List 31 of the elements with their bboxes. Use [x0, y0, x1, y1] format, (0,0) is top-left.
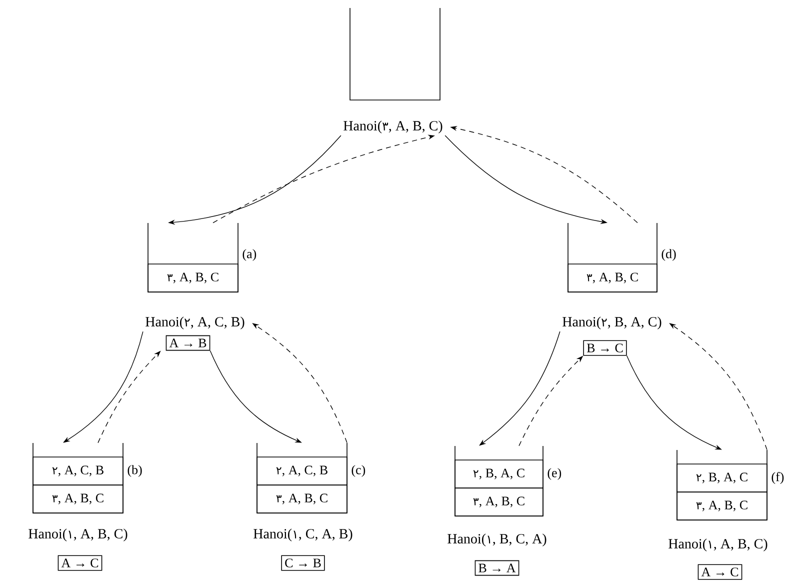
call-label: Hanoi(۱, B, C, A)	[448, 534, 546, 546]
call-label: Hanoi(۲, A, C, B)	[146, 316, 244, 330]
call-label: Hanoi(۳, A, B, C)	[344, 120, 442, 134]
stack-frame: ۳, A, B, C	[568, 264, 658, 292]
panel-label: (d)	[662, 249, 676, 261]
move-box: A → C	[58, 555, 102, 571]
move-box: B → C	[583, 340, 627, 356]
stack-frame: ۳, A, B, C	[676, 492, 768, 520]
arrow	[479, 331, 560, 446]
call-label: Hanoi(۱, A, B, C)	[668, 538, 768, 552]
move-box: A → C	[698, 564, 742, 580]
stack-frame: ۲, A, C, B	[32, 456, 124, 486]
stack-frame: ۳, A, B, C	[454, 488, 544, 516]
panel-label: (f)	[772, 472, 784, 484]
stack-frame: ۲, B, A, C	[676, 464, 768, 492]
stack-frame: ۲, A, C, B	[256, 456, 348, 486]
panel-label: (b)	[128, 465, 142, 477]
move-box: A → B	[166, 335, 210, 351]
move-box: C → B	[281, 555, 325, 571]
panel-label: (e)	[548, 468, 562, 480]
call-label: Hanoi(۱, A, B, C)	[28, 528, 128, 542]
panel-label: (c)	[352, 465, 366, 477]
panel-label: (a)	[242, 249, 256, 261]
move-box: B → A	[474, 560, 520, 576]
stack-frame: ۳, A, B, C	[256, 484, 348, 514]
call-label: Hanoi(۲, B, A, C)	[562, 316, 662, 330]
stack-container	[350, 8, 440, 100]
stack-frame: ۳, A, B, C	[148, 264, 238, 292]
stack-frame: ۳, A, B, C	[32, 484, 124, 514]
call-label: Hanoi(۱, C, A, B)	[254, 528, 352, 542]
stack-frame: ۲, B, A, C	[454, 460, 544, 488]
